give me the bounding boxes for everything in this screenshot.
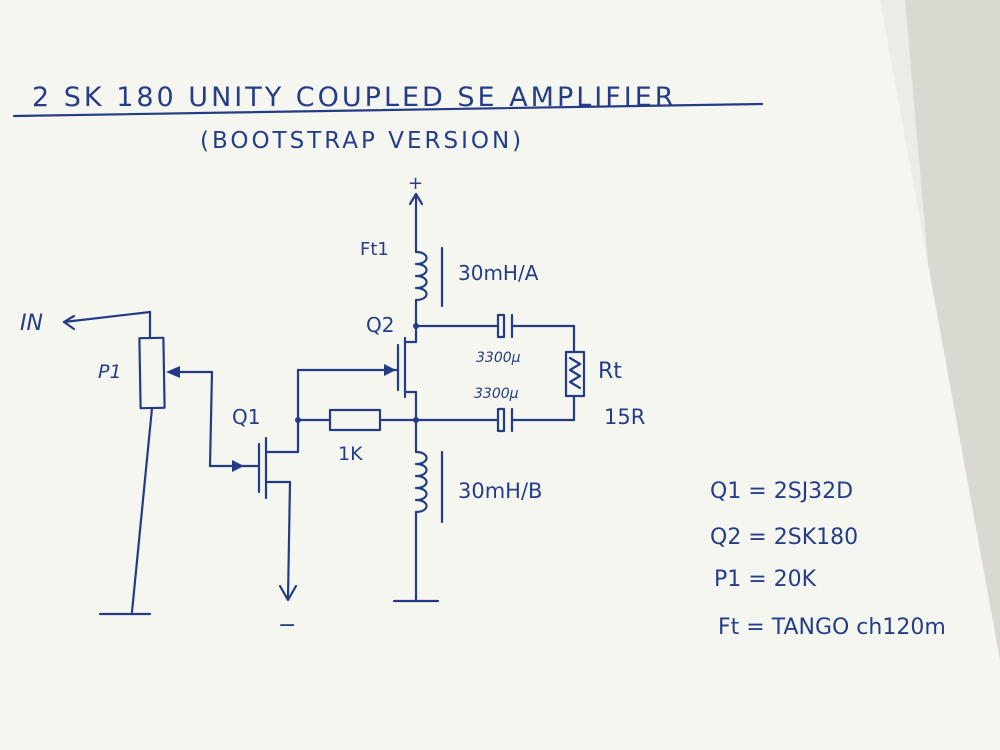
subtitle: (BOOTSTRAP VERSION) bbox=[200, 128, 524, 154]
legend-ft: Ft = TANGO ch120m bbox=[718, 615, 946, 640]
neg-label: − bbox=[278, 613, 296, 638]
rt-label: Rt bbox=[598, 359, 622, 384]
cap-top-icon bbox=[414, 313, 576, 339]
junction-q1 bbox=[295, 417, 301, 423]
in-arrow-icon bbox=[62, 310, 152, 340]
rt-value-label: 15R bbox=[604, 405, 645, 429]
inductor-b-icon bbox=[414, 450, 444, 524]
title-underline bbox=[12, 102, 764, 118]
wire-p1-ground bbox=[130, 406, 154, 614]
legend-q2: Q2 = 2SK180 bbox=[710, 525, 858, 550]
in-label: IN bbox=[20, 311, 43, 336]
neg-arrow-icon bbox=[278, 584, 298, 602]
wire-q1-source bbox=[286, 480, 292, 600]
inductor-a-label: 30mH/A bbox=[458, 261, 539, 285]
r1k-label: 1K bbox=[338, 443, 363, 465]
title: 2 SK 180 UNITY COUPLED SE AMPLIFIER bbox=[32, 82, 677, 113]
supply-arrow-icon bbox=[408, 192, 424, 254]
q2-label: Q2 bbox=[366, 313, 394, 337]
r1k-resistor-icon bbox=[296, 408, 418, 432]
cap-top-label: 3300µ bbox=[476, 350, 521, 366]
inductor-a-icon bbox=[414, 246, 444, 308]
cap-bottom-label: 3300µ bbox=[474, 386, 519, 402]
rt-resistor-icon bbox=[564, 324, 586, 422]
supply-label: + bbox=[408, 173, 423, 194]
inductor-b-label: 30mH/B bbox=[458, 479, 542, 503]
q2-mosfet-icon bbox=[296, 336, 418, 399]
component-legend: Q1 = 2SJ32D Q2 = 2SK180 P1 = 20K Ft = TA… bbox=[710, 479, 946, 640]
p1-label: P1 bbox=[98, 361, 122, 383]
cap-bottom-icon bbox=[414, 407, 576, 433]
ft1-label: Ft1 bbox=[360, 239, 389, 260]
legend-p1: P1 = 20K bbox=[714, 567, 817, 592]
legend-q1: Q1 = 2SJ32D bbox=[710, 479, 853, 504]
q1-mosfet-icon bbox=[208, 436, 300, 500]
q1-label: Q1 bbox=[232, 405, 260, 429]
